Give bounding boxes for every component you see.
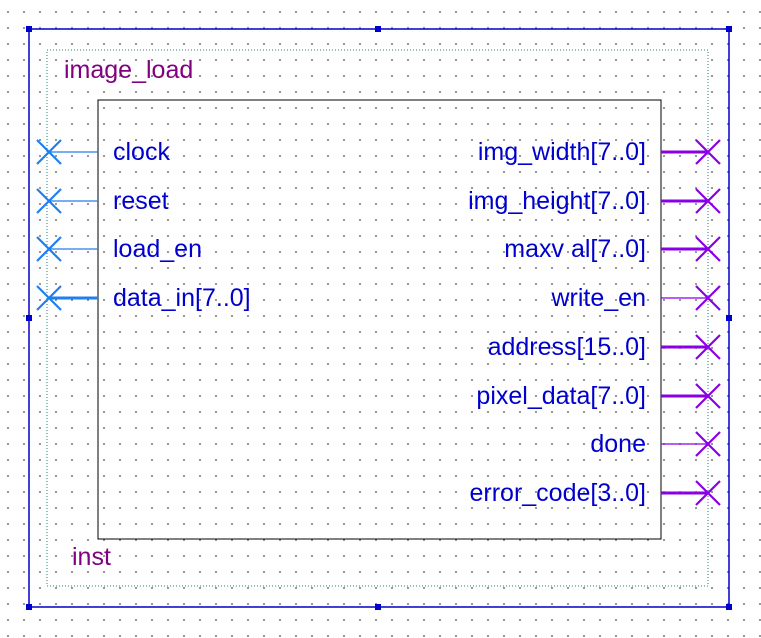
- input-label-data-in-7-0: data_in[7..0]: [113, 284, 251, 312]
- handle-bottom-left[interactable]: [26, 604, 32, 610]
- output-connector-x-icon[interactable]: [695, 480, 721, 506]
- output-pin-pixel-data-7-0[interactable]: pixel_data[7..0]: [476, 382, 721, 410]
- output-pin-img-height-7-0[interactable]: img_height[7..0]: [468, 187, 721, 215]
- handle-top-right[interactable]: [726, 26, 732, 32]
- output-connector-x-icon[interactable]: [695, 334, 721, 360]
- output-pin-address-15-0[interactable]: address[15..0]: [488, 333, 721, 361]
- selection-box[interactable]: [28, 28, 730, 608]
- input-label-reset: reset: [113, 187, 169, 215]
- output-connector-x-icon[interactable]: [695, 236, 721, 262]
- handle-mid-left[interactable]: [26, 315, 32, 321]
- input-connector-x-icon[interactable]: [36, 236, 62, 262]
- output-label-maxv-al-7-0: maxv al[7..0]: [504, 235, 646, 263]
- output-label-error-code-3-0: error_code[3..0]: [470, 479, 647, 507]
- output-connector-x-icon[interactable]: [695, 383, 721, 409]
- output-connector-x-icon[interactable]: [695, 431, 721, 457]
- entity-body[interactable]: [97, 99, 662, 540]
- handle-top-left[interactable]: [26, 26, 32, 32]
- input-connector-x-icon[interactable]: [36, 285, 62, 311]
- output-pin-error-code-3-0[interactable]: error_code[3..0]: [470, 479, 721, 507]
- symbol-frame: [46, 49, 709, 587]
- output-pin-write-en[interactable]: write_en: [551, 284, 721, 312]
- input-connector-x-icon[interactable]: [36, 188, 62, 214]
- output-connector-x-icon[interactable]: [695, 285, 721, 311]
- output-label-pixel-data-7-0: pixel_data[7..0]: [476, 382, 646, 410]
- output-pin-done[interactable]: done: [590, 430, 721, 458]
- input-pin-data-in-7-0[interactable]: data_in[7..0]: [36, 284, 251, 312]
- entity-name: image_load: [64, 56, 193, 84]
- selection-handles[interactable]: [26, 26, 732, 610]
- output-connector-x-icon[interactable]: [695, 188, 721, 214]
- input-connector-x-icon[interactable]: [36, 139, 62, 165]
- input-label-load-en: load_en: [113, 235, 202, 263]
- handle-bottom-right[interactable]: [726, 604, 732, 610]
- input-pin-reset[interactable]: reset: [36, 187, 169, 215]
- handle-mid-right[interactable]: [726, 315, 732, 321]
- output-label-img-width-7-0: img_width[7..0]: [478, 138, 646, 166]
- instance-name: inst: [72, 543, 111, 571]
- output-pin-maxv-al-7-0[interactable]: maxv al[7..0]: [504, 235, 721, 263]
- input-label-clock: clock: [113, 138, 170, 166]
- output-label-done: done: [590, 430, 646, 458]
- input-pin-clock[interactable]: clock: [36, 138, 170, 166]
- output-connector-x-icon[interactable]: [695, 139, 721, 165]
- handle-top-mid[interactable]: [375, 26, 381, 32]
- output-pin-img-width-7-0[interactable]: img_width[7..0]: [478, 138, 721, 166]
- output-label-write-en: write_en: [551, 284, 647, 312]
- input-pin-load-en[interactable]: load_en: [36, 235, 202, 263]
- handle-bottom-mid[interactable]: [375, 604, 381, 610]
- output-label-img-height-7-0: img_height[7..0]: [468, 187, 646, 215]
- output-label-address-15-0: address[15..0]: [488, 333, 646, 361]
